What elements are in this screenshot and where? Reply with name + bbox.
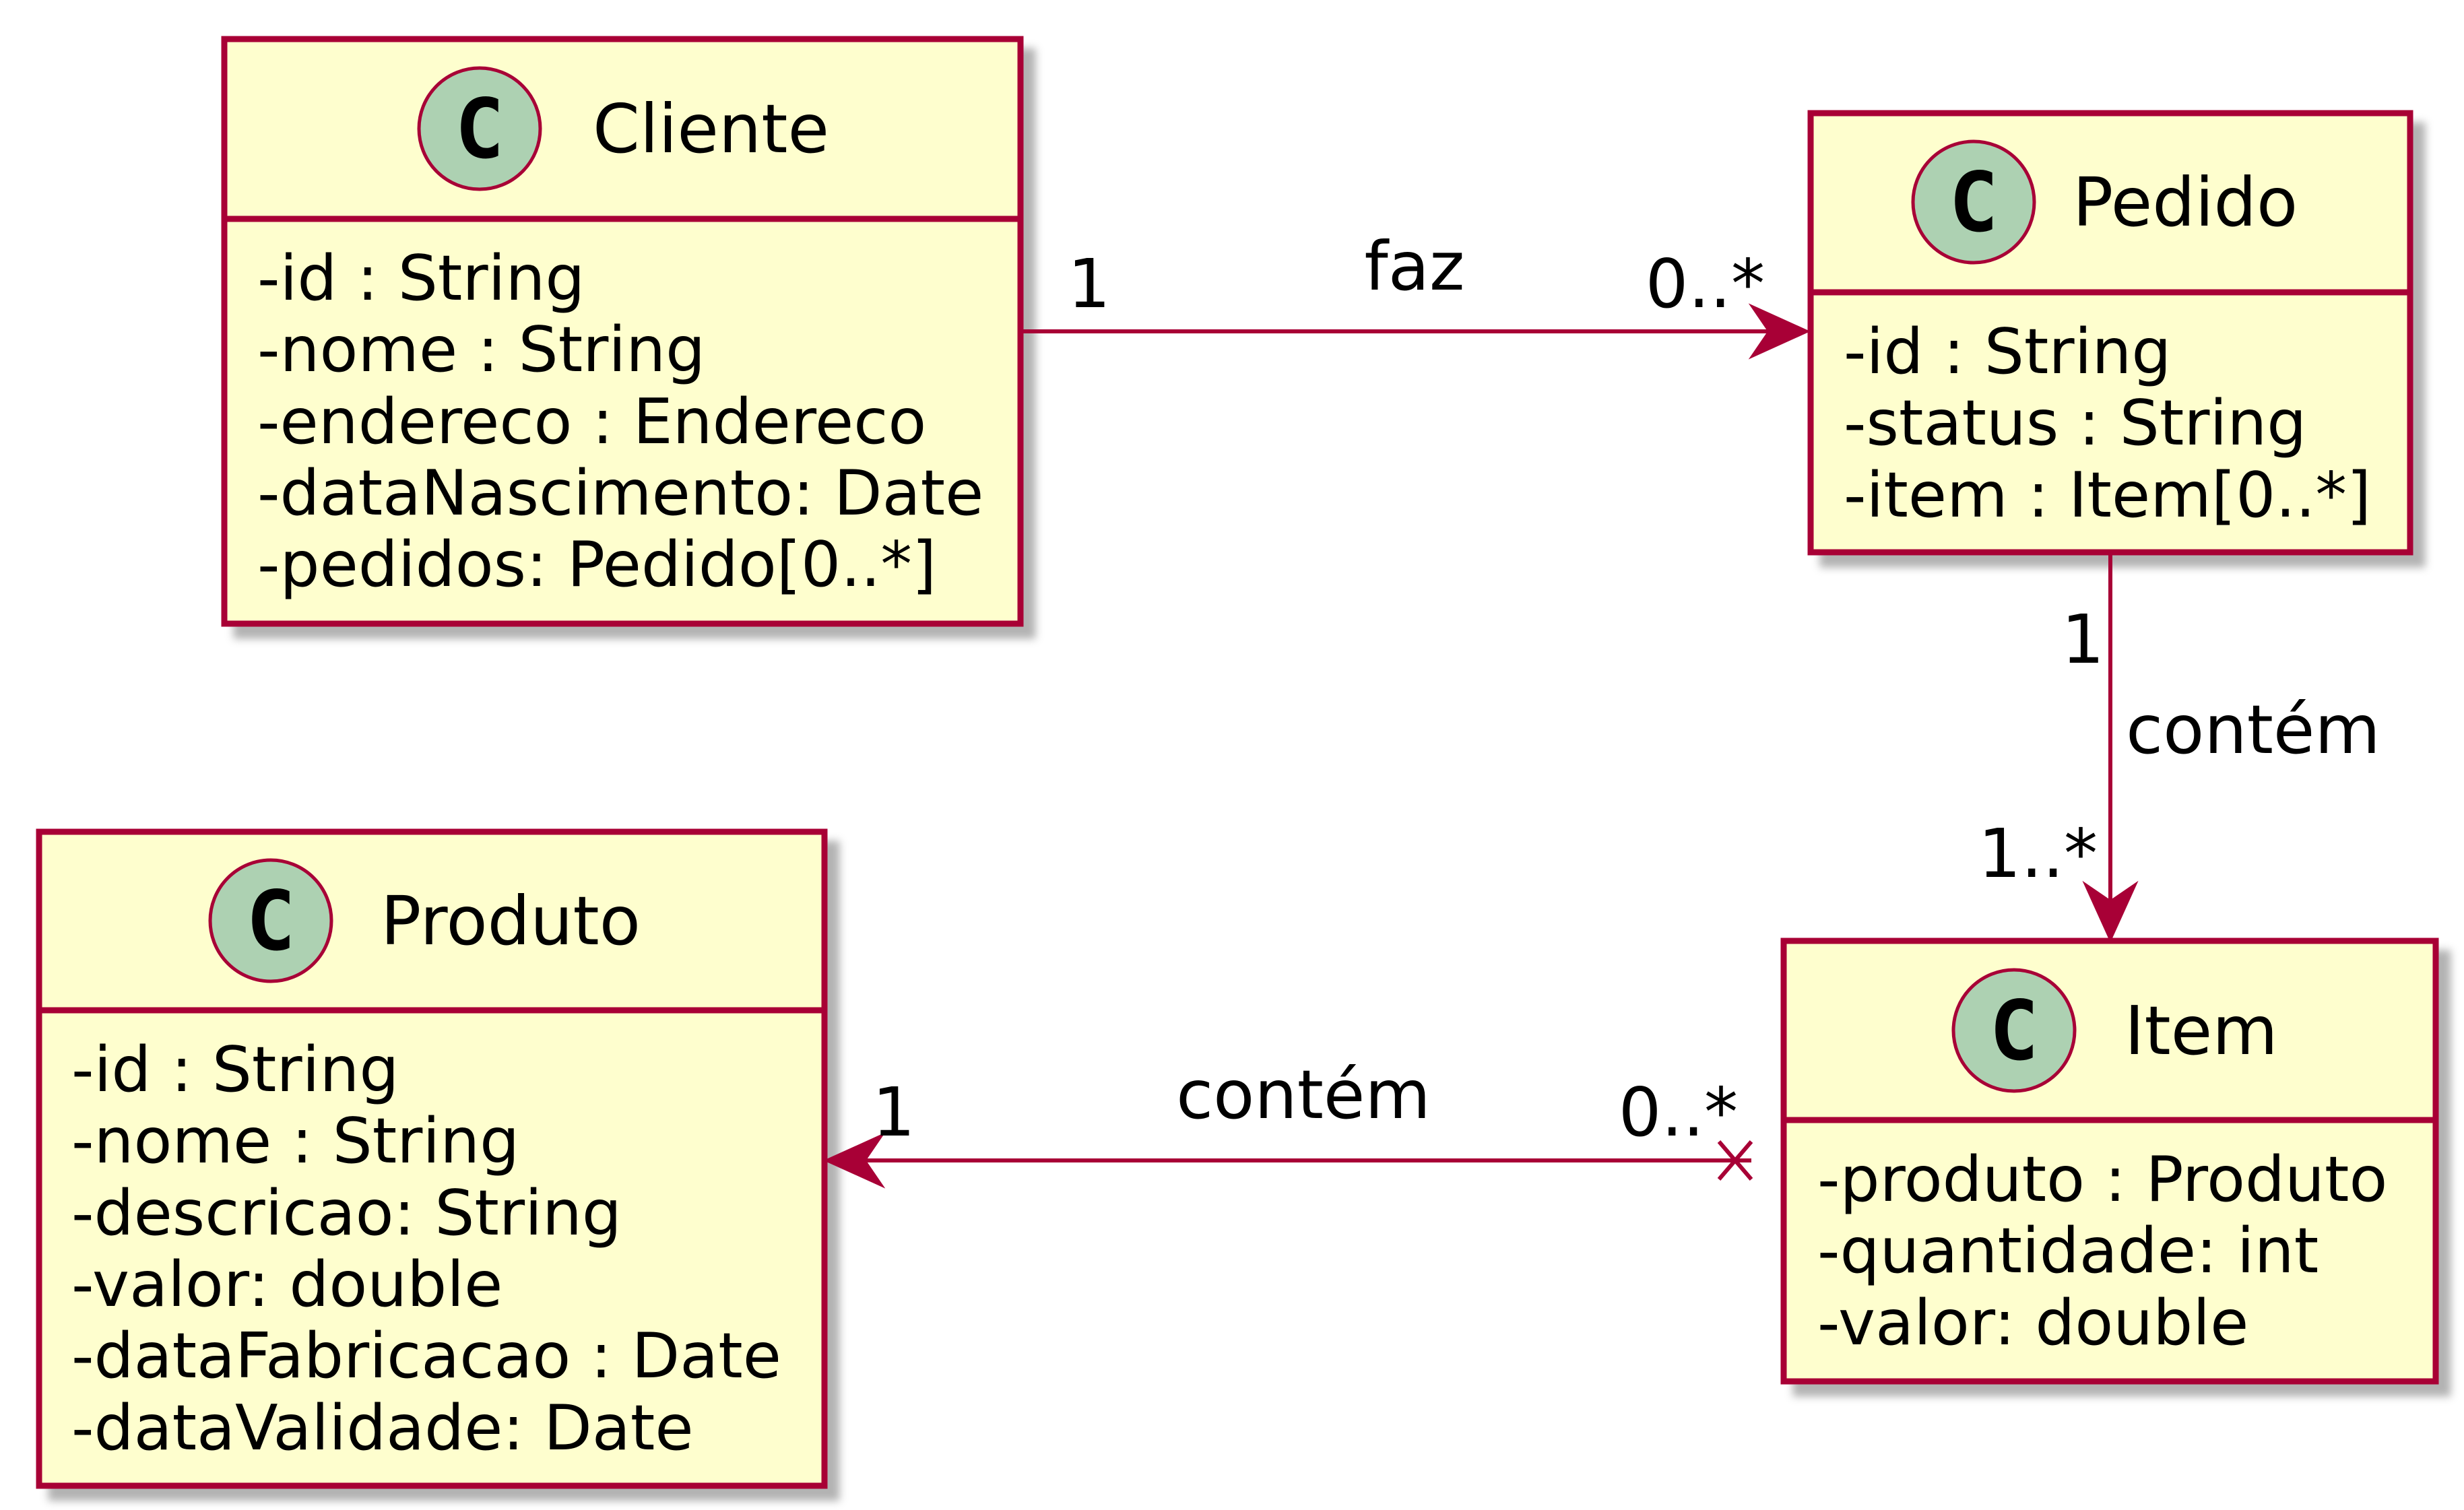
class-stereotype-icon: [1951, 968, 2077, 1093]
arrowhead-icon: [1748, 303, 1811, 360]
edge-source-multiplicity: 1: [1068, 244, 1111, 323]
class-cliente-attribute: -dataNascimento: Date: [257, 457, 983, 529]
edge-target-multiplicity: 1: [872, 1073, 915, 1152]
class-pedido-attribute: -item : Item[0..*]: [1844, 459, 2371, 531]
class-stereotype-glyph: C: [455, 81, 504, 177]
class-stereotype-glyph: C: [246, 874, 295, 969]
class-cliente-title: Cliente: [593, 90, 829, 168]
cross-icon: [1717, 1140, 1753, 1181]
edge-label: contém: [1176, 1055, 1431, 1134]
class-cliente-attribute: -id : String: [257, 242, 585, 315]
edge-target-multiplicity: 1..*: [1978, 814, 2098, 893]
class-stereotype-icon: [1911, 139, 2036, 265]
class-produto[interactable]: C Produto -id : String -nome : String -d…: [36, 828, 828, 1489]
class-item-attribute: -quantidade: int: [1817, 1214, 2319, 1287]
class-pedido-title: Pedido: [2073, 163, 2298, 242]
class-stereotype-icon: [417, 66, 542, 191]
edge-source-multiplicity: 1: [2061, 600, 2104, 679]
class-produto-attribute: -valor: double: [71, 1248, 502, 1321]
class-item[interactable]: C Item -produto : Produto -quantidade: i…: [1780, 938, 2439, 1385]
class-produto-attribute: -nome : String: [71, 1105, 519, 1177]
class-produto-attribute: -descricao: String: [71, 1177, 622, 1249]
class-produto-attribute: -dataFabricacao : Date: [71, 1319, 781, 1392]
class-pedido-attribute: -id : String: [1844, 315, 2171, 388]
class-produto-box: [36, 828, 828, 1489]
class-item-title: Item: [2125, 991, 2278, 1070]
class-cliente[interactable]: C Cliente -id : String -nome : String -e…: [221, 36, 1024, 627]
class-produto-title: Produto: [381, 882, 641, 960]
edge-cliente-pedido: faz 1 0..*: [1020, 227, 1811, 360]
class-cliente-box: [221, 36, 1024, 627]
class-pedido[interactable]: C Pedido -id : String -status : String -…: [1807, 110, 2413, 556]
arrowhead-icon: [823, 1132, 886, 1189]
class-produto-attribute: -dataValidade: Date: [71, 1391, 694, 1464]
class-stereotype-glyph: C: [1949, 155, 1998, 251]
edge-label: contém: [2126, 690, 2380, 769]
edge-target-multiplicity: 0..*: [1646, 244, 1765, 323]
class-item-attribute: -valor: double: [1817, 1286, 2248, 1359]
edge-pedido-item: contém 1 1..*: [1978, 552, 2380, 943]
class-stereotype-glyph: C: [1989, 983, 2038, 1079]
class-cliente-attribute: -pedidos: Pedido[0..*]: [257, 528, 936, 601]
class-cliente-attribute: -nome : String: [257, 313, 705, 386]
class-stereotype-icon: [208, 858, 333, 983]
arrowhead-icon: [2082, 880, 2139, 943]
edge-label: faz: [1365, 227, 1465, 306]
edge-item-produto: contém 0..* 1: [823, 1055, 1753, 1189]
class-pedido-attribute: -status : String: [1844, 387, 2306, 459]
class-produto-attribute: -id : String: [71, 1033, 399, 1106]
class-item-attribute: -produto : Produto: [1817, 1143, 2387, 1216]
edge-source-multiplicity: 0..*: [1619, 1073, 1738, 1152]
class-cliente-attribute: -endereco : Endereco: [257, 385, 926, 458]
